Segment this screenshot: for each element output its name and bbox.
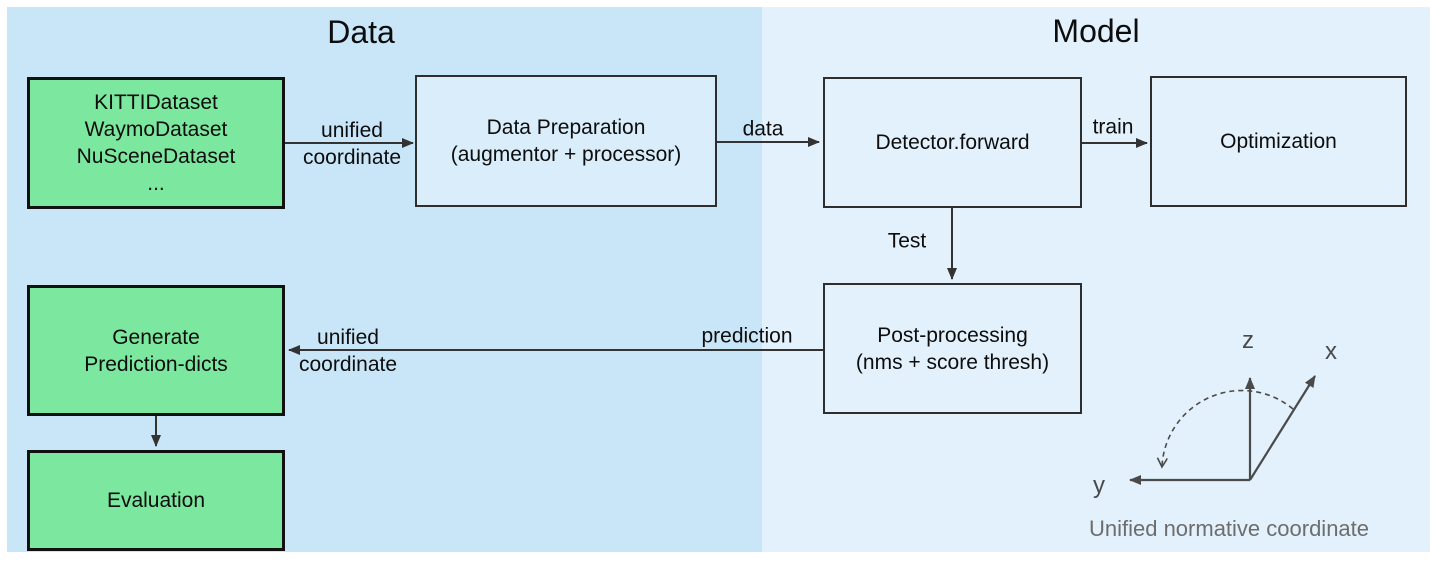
dataset-line: ... <box>147 172 165 195</box>
generate-prediction-dicts-box: Generate Prediction-dicts <box>27 285 285 416</box>
arrow-label-line: coordinate <box>302 146 402 169</box>
datasets-box: KITTIDataset WaymoDataset NuSceneDataset… <box>27 77 285 209</box>
arrow-label-line: coordinate <box>298 353 398 376</box>
arrow-label-data: data <box>742 117 784 141</box>
dataset-line: WaymoDataset <box>84 118 228 141</box>
box-label-line: Prediction-dicts <box>84 352 228 376</box>
box-label-line: Evaluation <box>106 489 206 512</box>
data-preparation-box: Data Preparation (augmentor + processor) <box>415 75 717 207</box>
arrow-label-line: unified <box>317 326 379 349</box>
model-section-title: Model <box>1052 13 1140 49</box>
arrow-label-unified-coordinate-top: unified coordinate <box>303 117 401 171</box>
arrow-label-unified-coordinate-bottom: unified coordinate <box>299 324 397 378</box>
dataset-line: NuSceneDataset <box>76 145 236 168</box>
evaluation-box: Evaluation <box>27 450 285 551</box>
box-label-line: (nms + score thresh) <box>855 350 1050 374</box>
arrow-label-line: unified <box>321 119 383 142</box>
box-label-line: (augmentor + processor) <box>450 143 682 166</box>
axis-label-x: x <box>1325 338 1337 365</box>
axis-label-y: y <box>1093 472 1105 499</box>
box-label-line: Detector.forward <box>875 131 1030 154</box>
detector-forward-box: Detector.forward <box>823 77 1082 208</box>
box-label-line: Data Preparation <box>486 116 646 139</box>
box-label-line: Post-processing <box>877 323 1028 347</box>
post-processing-box: Post-processing (nms + score thresh) <box>823 283 1082 414</box>
optimization-box: Optimization <box>1150 76 1407 207</box>
axis-label-z: z <box>1242 327 1254 354</box>
arrow-label-prediction: prediction <box>701 324 793 348</box>
dataset-line: KITTIDataset <box>94 91 218 114</box>
rotation-arc-dashed <box>1162 389 1294 466</box>
box-label-line: Generate <box>112 325 200 349</box>
arrow-label-test: Test <box>887 229 927 253</box>
data-section-title: Data <box>327 14 395 50</box>
box-label-line: Optimization <box>1220 130 1337 153</box>
axes-caption: Unified normative coordinate <box>1088 516 1370 541</box>
arrow-label-train: train <box>1092 115 1134 139</box>
x-axis-arrow <box>1249 375 1316 481</box>
